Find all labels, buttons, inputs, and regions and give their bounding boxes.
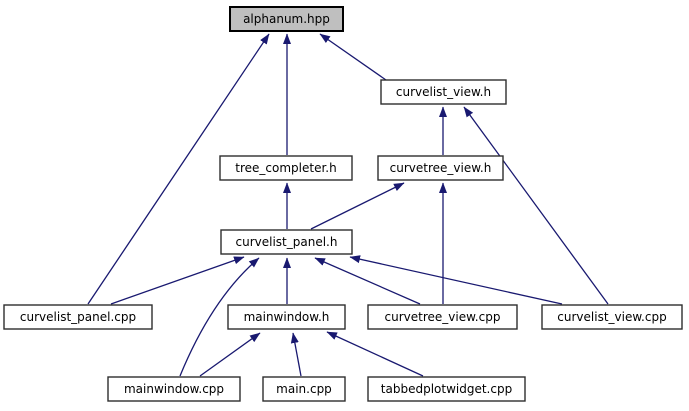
edge-curvelist-view-cpp-to-curvelist-view-h: [463, 106, 609, 305]
node-box[interactable]: [227, 304, 346, 330]
node-label[interactable]: curvetree_view.h: [390, 161, 492, 175]
node-tree-completer-h[interactable]: tree_completer.h: [219, 155, 353, 181]
node-box[interactable]: [262, 376, 346, 402]
edge-mainwindow-cpp-to-mainwindow-h: [199, 332, 261, 377]
node-main-cpp[interactable]: main.cpp: [262, 376, 346, 402]
node-box: [229, 6, 344, 32]
node-label[interactable]: curvelist_panel.h: [236, 235, 338, 249]
edge-tabbedplotwidget-cpp-to-mainwindow-h: [326, 331, 424, 377]
edge-layer: [87, 33, 609, 377]
node-label[interactable]: curvelist_panel.cpp: [20, 310, 136, 324]
node-layer: alphanum.hpp curvelist_view.h tree_compl…: [3, 6, 683, 402]
node-box[interactable]: [3, 304, 153, 330]
node-mainwindow-cpp[interactable]: mainwindow.cpp: [107, 376, 241, 402]
node-box[interactable]: [219, 155, 353, 181]
node-label[interactable]: mainwindow.cpp: [124, 382, 224, 396]
node-curvelist-view-h[interactable]: curvelist_view.h: [380, 79, 507, 105]
edge-main-cpp-to-mainwindow-h: [290, 332, 302, 377]
node-box[interactable]: [220, 229, 353, 255]
node-box[interactable]: [380, 79, 507, 105]
node-curvetree-view-h[interactable]: curvetree_view.h: [377, 155, 504, 181]
node-box[interactable]: [377, 155, 504, 181]
node-tabbedplotwidget-cpp[interactable]: tabbedplotwidget.cpp: [367, 376, 526, 402]
node-curvelist-panel-cpp[interactable]: curvelist_panel.cpp: [3, 304, 153, 330]
node-box[interactable]: [107, 376, 241, 402]
node-curvelist-view-cpp[interactable]: curvelist_view.cpp: [541, 304, 683, 330]
node-box[interactable]: [367, 376, 526, 402]
node-box[interactable]: [541, 304, 683, 330]
node-label[interactable]: curvetree_view.cpp: [385, 310, 501, 324]
node-label[interactable]: mainwindow.h: [244, 310, 330, 324]
edge-curvelist-panel-cpp-to-curvelist-panel-h: [110, 256, 245, 305]
node-label[interactable]: curvelist_view.h: [396, 85, 491, 99]
node-label[interactable]: tree_completer.h: [235, 161, 336, 175]
edge-curvelist-view-h-to-alphanum-hpp: [319, 33, 387, 81]
node-alphanum-hpp: alphanum.hpp: [229, 6, 344, 32]
node-curvelist-panel-h[interactable]: curvelist_panel.h: [220, 229, 353, 255]
edge-mainwindow-cpp-to-curvelist-panel-h: [179, 257, 260, 377]
edge-curvelist-panel-h-to-curvetree-view-h: [310, 182, 405, 230]
node-mainwindow-h[interactable]: mainwindow.h: [227, 304, 346, 330]
node-label: alphanum.hpp: [243, 12, 330, 26]
edge-curvelist-panel-cpp-to-alphanum-hpp: [87, 33, 270, 305]
node-curvetree-view-cpp[interactable]: curvetree_view.cpp: [367, 304, 518, 330]
edge-curvelist-view-cpp-to-curvelist-panel-h: [349, 255, 563, 305]
node-box[interactable]: [367, 304, 518, 330]
edge-curvetree-view-cpp-to-curvelist-panel-h: [314, 257, 421, 305]
node-label[interactable]: tabbedplotwidget.cpp: [381, 382, 512, 396]
node-label[interactable]: main.cpp: [276, 382, 332, 396]
node-label[interactable]: curvelist_view.cpp: [557, 310, 666, 324]
